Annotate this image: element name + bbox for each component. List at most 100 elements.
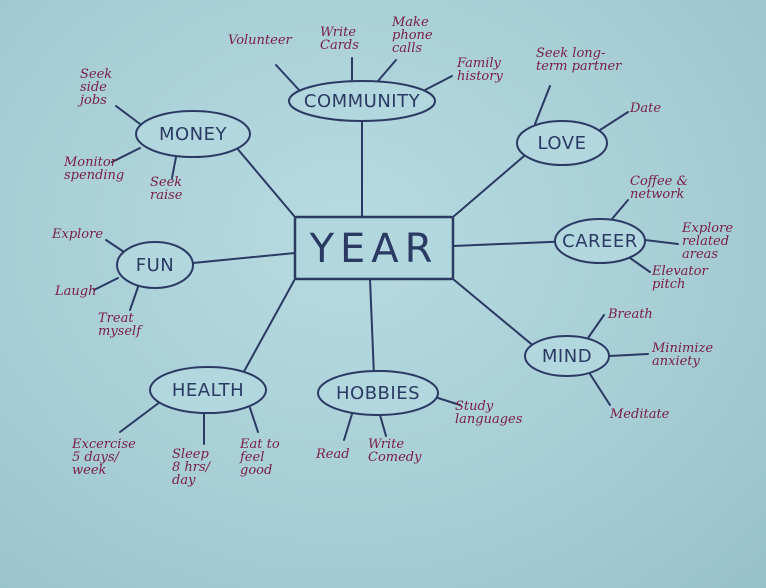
leaf-line: spending (64, 168, 124, 183)
edge-seek-side-jobs (115, 105, 141, 125)
leaf-line: myself (98, 324, 143, 339)
edge-meditate (589, 373, 611, 406)
edge-explore-related-areas (644, 239, 679, 245)
leaf-line: areas (682, 247, 718, 262)
hobbies-bubble (317, 370, 439, 416)
edge-fun (191, 252, 296, 265)
leaf-line: good (240, 463, 272, 478)
edge-elevator-pitch (629, 257, 651, 273)
edge-hobbies (369, 278, 375, 373)
leaf-line: day (172, 473, 196, 488)
edge-excercise (119, 401, 161, 433)
edge-read (343, 413, 353, 441)
leaf-line: Excercise (71, 437, 136, 452)
edge-date (599, 111, 629, 131)
leaf-line: Treat (98, 311, 134, 326)
edge-family-history (424, 75, 453, 91)
leaf-line: 5 days/ (72, 450, 120, 465)
leaf-breath: Breath (607, 307, 653, 322)
leaf-line: Comedy (368, 450, 422, 465)
node-mind: MIND (524, 335, 610, 377)
leaf-meditate: Meditate (609, 407, 670, 422)
center-box (293, 215, 455, 281)
leaf-date: Date (629, 101, 661, 116)
leaf-line: Make (391, 15, 429, 30)
leaf-laugh: Laugh (54, 284, 96, 299)
leaf-line: Laugh (54, 284, 96, 299)
leaf-line: Family (456, 56, 502, 71)
edge-seek-raise (171, 156, 177, 179)
node-money: MONEY (135, 110, 251, 158)
edge-breath (587, 314, 605, 339)
edge-health (242, 278, 296, 373)
health-bubble (149, 366, 267, 414)
leaf-line: Date (629, 101, 661, 116)
edge-eat-to-feel-good (249, 407, 259, 433)
leaf-line: raise (150, 188, 183, 203)
edge-mind (452, 278, 534, 346)
leaf-line: phone (392, 28, 433, 43)
edge-laugh (93, 277, 119, 291)
leaf-line: Minimize (651, 341, 713, 356)
leaf-line: Sleep (172, 447, 209, 462)
leaf-line: pitch (652, 277, 685, 292)
leaf-line: Monitor (63, 155, 118, 170)
health-label: HEALTH (172, 380, 244, 401)
edge-treat-myself (129, 286, 139, 311)
leaf-line: Write (368, 437, 404, 452)
leaf-line: feel (239, 450, 264, 465)
mind-bubble (524, 335, 610, 377)
edge-love (452, 154, 526, 218)
money-label: MONEY (159, 124, 228, 145)
leaf-line: Explore (51, 227, 103, 242)
fun-bubble (116, 241, 194, 289)
leaf-line: languages (455, 412, 523, 427)
edge-make-phone-calls (377, 59, 397, 82)
leaf-line: Seek (80, 67, 112, 82)
edge-monitor-spending (111, 147, 141, 163)
leaf-line: Eat to (239, 437, 280, 452)
center-node: YEAR (293, 215, 455, 281)
leaf-line: Read (315, 447, 350, 462)
leaf-line: week (72, 463, 107, 478)
leaf-line: Seek long- (536, 46, 605, 61)
community-label: COMMUNITY (304, 91, 421, 112)
leaf-line: network (630, 187, 684, 202)
career-bubble (554, 218, 646, 264)
leaf-line: Coffee & (630, 174, 688, 189)
leaf-line: 8 hrs/ (172, 460, 212, 475)
center-label: YEAR (309, 226, 439, 272)
leaf-line: related (682, 234, 729, 249)
leaf-read: Read (315, 447, 350, 462)
leaf-volunteer: Volunteer (228, 33, 293, 48)
money-bubble (135, 110, 251, 158)
node-career: CAREER (554, 218, 646, 264)
edge-volunteer (275, 64, 301, 92)
edge-coffee-network (611, 199, 629, 220)
love-label: LOVE (538, 133, 587, 154)
leaf-line: term partner (536, 59, 622, 74)
leaf-line: Meditate (609, 407, 670, 422)
node-love: LOVE (516, 120, 608, 166)
node-health: HEALTH (149, 366, 267, 414)
edge-explore (105, 239, 125, 253)
leaf-line: Study (455, 399, 494, 414)
leaf-line: history (457, 69, 503, 84)
node-hobbies: HOBBIES (317, 370, 439, 416)
node-fun: FUN (116, 241, 194, 289)
